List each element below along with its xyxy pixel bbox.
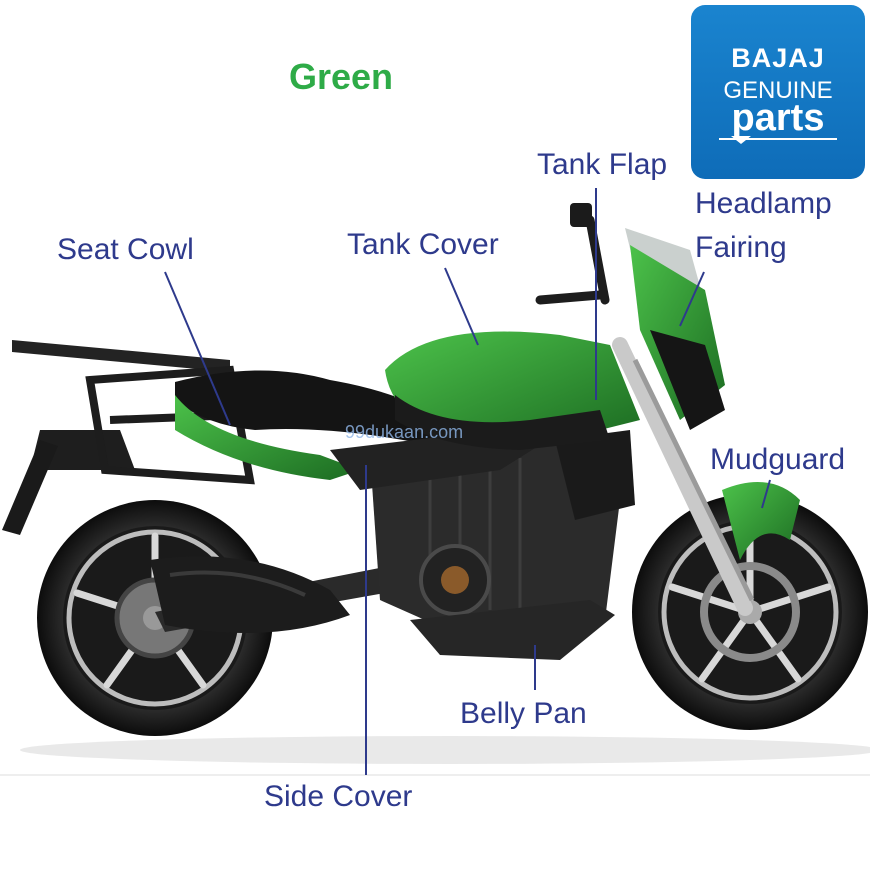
leader-mudguard (761, 479, 771, 509)
belly-pan (410, 600, 615, 660)
exhaust (150, 556, 350, 633)
tank (385, 331, 640, 440)
leader-tank-cover (444, 267, 479, 346)
ground-shadow (20, 736, 870, 764)
label-tank-flap: Tank Flap (537, 148, 668, 181)
mirror (570, 203, 592, 227)
logo-line2: parts (731, 97, 825, 139)
seat-cowl (175, 395, 360, 480)
side-cover (330, 435, 540, 490)
leader-seat-cowl (164, 271, 231, 426)
front-mudguard (722, 482, 800, 560)
logo-underline-arrow (719, 136, 837, 144)
label-mudguard: Mudguard (710, 443, 846, 476)
tank-dark-panel (395, 395, 610, 450)
label-belly-pan: Belly Pan (460, 697, 587, 730)
handlebar (535, 215, 610, 305)
bajaj-genuine-parts-logo: BAJAJ GENUINE parts (691, 5, 865, 179)
label-headlamp: Headlamp (695, 187, 832, 220)
label-tank-cover: Tank Cover (347, 228, 499, 261)
front-forks (612, 337, 753, 616)
seat (175, 370, 445, 445)
logo-brand: BAJAJ (731, 43, 825, 73)
radiator-shroud (555, 430, 635, 520)
color-title: Green (289, 56, 394, 97)
leader-lines (164, 188, 771, 775)
label-seat-cowl: Seat Cowl (57, 233, 194, 266)
leader-headlamp-fairing (679, 271, 705, 327)
watermark: 99dukaan.com (345, 422, 463, 442)
rear-rack (12, 340, 230, 372)
logo-line1: GENUINE (723, 77, 833, 104)
label-side-cover: Side Cover (264, 780, 413, 813)
label-fairing: Fairing (695, 231, 787, 264)
